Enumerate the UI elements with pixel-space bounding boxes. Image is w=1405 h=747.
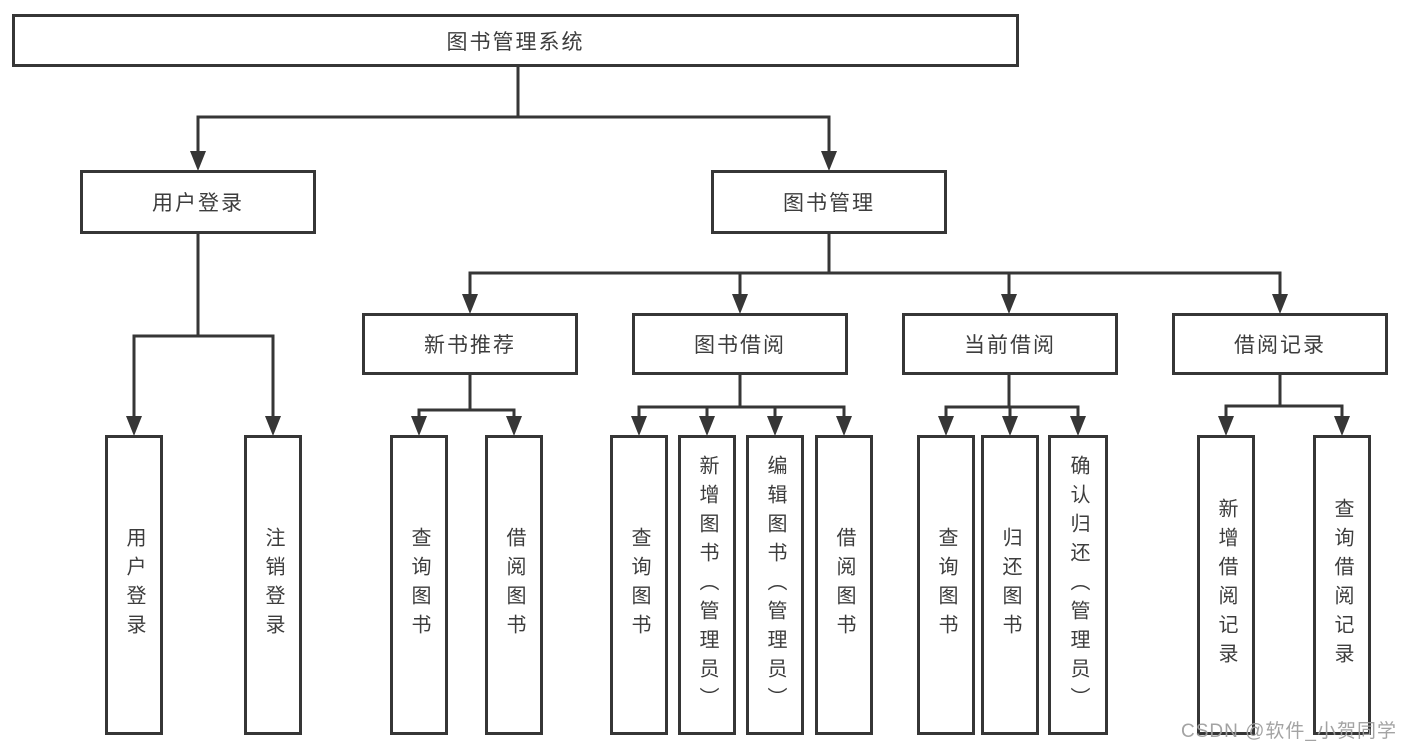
arrowhead: [126, 416, 142, 436]
arrowhead: [1218, 416, 1234, 436]
node-current-query-books: 查询图书: [917, 435, 975, 735]
node-current-return-books: 归还图书: [981, 435, 1039, 735]
arrowhead: [462, 294, 478, 314]
node-label: 图书管理: [783, 192, 875, 215]
arrowhead: [1272, 294, 1288, 314]
arrowhead: [1002, 416, 1018, 436]
node-label: 借阅记录: [1234, 334, 1326, 357]
arrowhead: [836, 416, 852, 436]
node-book-borrow: 图书借阅: [632, 313, 848, 375]
node-label: 图书借阅: [694, 334, 786, 357]
node-user-login: 用户登录: [80, 170, 316, 234]
arrowhead: [411, 416, 427, 436]
arrowhead: [732, 294, 748, 314]
arrowhead: [938, 416, 954, 436]
arrowhead: [1001, 294, 1017, 314]
arrowhead: [190, 151, 206, 171]
arrowhead: [1070, 416, 1086, 436]
node-current-borrow: 当前借阅: [902, 313, 1118, 375]
node-label: 查询图书: [408, 527, 430, 643]
node-label: 借阅图书: [503, 527, 525, 643]
node-label: 确认归还（管理员）: [1067, 454, 1089, 716]
node-borrow-add-books-admin: 新增图书（管理员）: [678, 435, 736, 735]
connector-book-borrow-to-children: [637, 375, 846, 418]
node-book-management: 图书管理: [711, 170, 947, 234]
arrowheads: [126, 151, 1350, 436]
node-label: 用户登录: [152, 192, 244, 215]
arrowhead: [821, 151, 837, 171]
connector-book-management-to-children: [468, 234, 1282, 297]
arrowhead: [767, 416, 783, 436]
node-label: 查询图书: [628, 527, 650, 643]
node-borrow-records: 借阅记录: [1172, 313, 1388, 375]
connector-new-book-to-children: [417, 375, 516, 418]
arrowhead: [631, 416, 647, 436]
node-label: 借阅图书: [833, 527, 855, 643]
connector-root-to-level2: [196, 67, 831, 153]
node-label: 查询借阅记录: [1331, 498, 1353, 672]
node-records-query-record: 查询借阅记录: [1313, 435, 1371, 735]
connector-user-login-to-children: [132, 234, 275, 418]
node-root-library-system: 图书管理系统: [12, 14, 1019, 67]
watermark: CSDN @软件_小贺同学: [1181, 721, 1397, 742]
node-newbook-query-books: 查询图书: [390, 435, 448, 735]
connector-borrow-records-to-children: [1224, 375, 1344, 418]
node-records-add-record: 新增借阅记录: [1197, 435, 1255, 735]
arrowhead: [1334, 416, 1350, 436]
node-borrow-edit-books-admin: 编辑图书（管理员）: [746, 435, 804, 735]
arrowhead: [699, 416, 715, 436]
node-new-book-recommend: 新书推荐: [362, 313, 578, 375]
node-label: 新增图书（管理员）: [696, 454, 718, 716]
node-label: 用户登录: [123, 527, 145, 643]
node-label: 归还图书: [999, 527, 1021, 643]
node-label: 图书管理系统: [446, 30, 585, 54]
node-newbook-borrow-books: 借阅图书: [485, 435, 543, 735]
node-label: 新增借阅记录: [1215, 498, 1237, 672]
node-label: 查询图书: [935, 527, 957, 643]
arrowhead: [506, 416, 522, 436]
node-label: 当前借阅: [964, 334, 1056, 357]
node-leaf-logout: 注销登录: [244, 435, 302, 735]
node-label: 新书推荐: [424, 334, 516, 357]
connector-current-borrow-to-children: [944, 375, 1080, 418]
node-label: 编辑图书（管理员）: [764, 454, 786, 716]
node-label: 注销登录: [262, 527, 284, 643]
node-borrow-query-books: 查询图书: [610, 435, 668, 735]
node-current-confirm-return-admin: 确认归还（管理员）: [1048, 435, 1108, 735]
node-borrow-borrow-books: 借阅图书: [815, 435, 873, 735]
arrowhead: [265, 416, 281, 436]
node-leaf-user-login: 用户登录: [105, 435, 163, 735]
